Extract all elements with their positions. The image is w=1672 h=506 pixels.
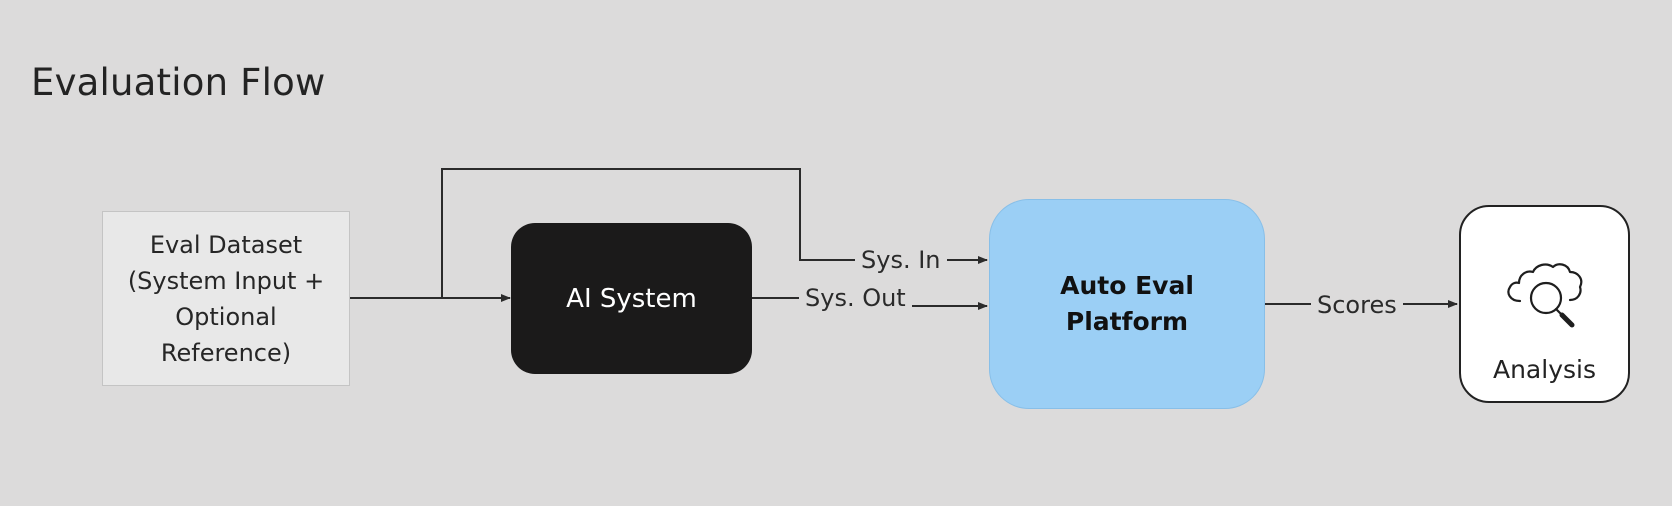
sys-out-label: Sys. Out xyxy=(799,284,912,312)
eval-dataset-node: Eval Dataset (System Input + Optional Re… xyxy=(102,211,350,386)
ai-system-node: AI System xyxy=(511,223,752,374)
page-title: Evaluation Flow xyxy=(31,61,326,104)
sys-in-label: Sys. In xyxy=(855,246,947,274)
sys-out-connector xyxy=(752,298,987,306)
cloud-search-icon xyxy=(1506,263,1582,328)
analysis-node: Analysis xyxy=(1459,205,1630,403)
scores-label: Scores xyxy=(1311,291,1403,319)
auto-eval-platform-node: Auto Eval Platform xyxy=(989,199,1265,409)
analysis-label: Analysis xyxy=(1492,355,1596,384)
